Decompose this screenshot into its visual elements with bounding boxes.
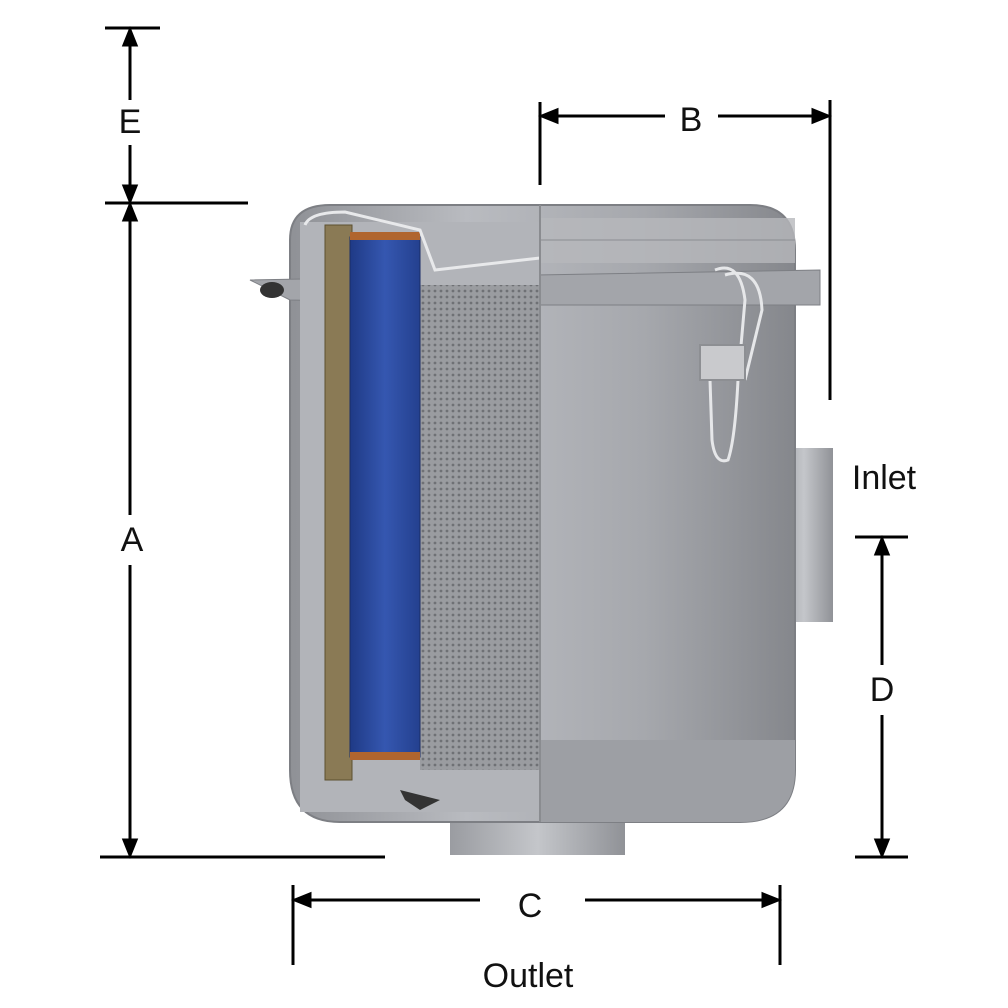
dimension-label-c: C	[511, 889, 549, 923]
dimension-label-b: B	[673, 103, 709, 137]
dimension-label-d: D	[863, 673, 901, 707]
filter-media	[349, 236, 421, 758]
gasket-layer	[324, 224, 353, 781]
dimension-label-a: A	[114, 523, 150, 557]
dimension-label-e: E	[112, 105, 148, 139]
latch-clip	[699, 266, 764, 463]
inlet-label: Inlet	[845, 461, 923, 495]
dimension-lines	[100, 25, 908, 965]
outlet-label: Outlet	[476, 959, 580, 993]
filter-mesh	[420, 285, 540, 770]
